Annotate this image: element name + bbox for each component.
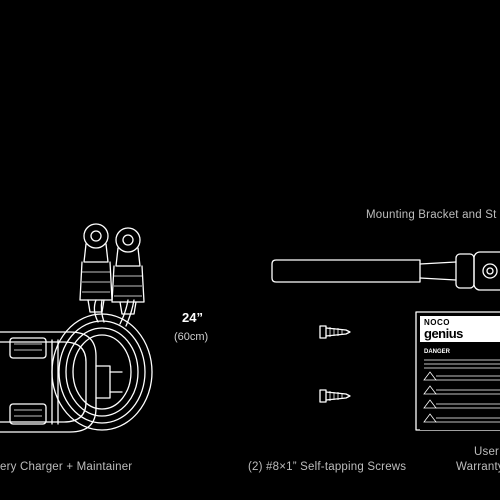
ring-terminal-right: [111, 227, 145, 315]
screw-top: [319, 325, 351, 339]
manual-brand-top: NOCO: [424, 318, 450, 327]
cable-length-imperial: 24”: [182, 310, 203, 325]
manual-brand-bottom: genius: [424, 326, 463, 341]
warranty-label: Warranty: [456, 461, 500, 473]
charger-unit: [0, 331, 123, 433]
cable-length-metric: (60cm): [174, 331, 209, 343]
charger-label: ery Charger + Maintainer: [0, 461, 133, 473]
mounting-bracket-drawing: [271, 251, 500, 291]
screws-label: (2) #8×1” Self-tapping Screws: [248, 461, 407, 473]
user-guide-drawing: [415, 311, 500, 431]
screw-bottom: [319, 389, 351, 403]
user-guide-label: User: [474, 446, 500, 458]
battery-charger-drawing: [0, 223, 153, 433]
manual-danger-heading: DANGER: [424, 349, 451, 355]
ring-terminal-left: [79, 223, 113, 313]
mounting-bracket-label: Mounting Bracket and St: [366, 209, 497, 221]
